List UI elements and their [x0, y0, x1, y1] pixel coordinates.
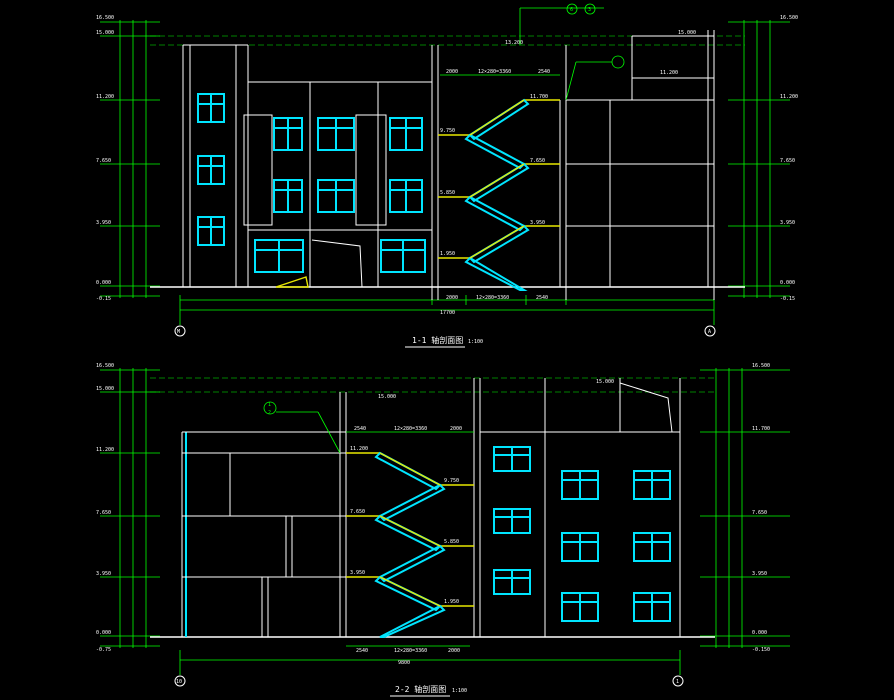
landing-level: 3.950 [530, 220, 545, 226]
landing-level: 7.650 [350, 509, 365, 515]
elev-label: 0.000 [96, 630, 111, 636]
louver [243, 114, 273, 226]
section-scale: 1:100 [452, 688, 467, 694]
stair-dim: 12×280=3360 [476, 295, 509, 301]
elev-label: 15.000 [96, 386, 114, 392]
elev-label: 0.000 [752, 630, 767, 636]
landing-level: 5.850 [444, 539, 459, 545]
elev-label: 3.950 [96, 220, 111, 226]
stair-core-1: 2000 12×280=3360 2540 13.200 11.700 9.75… [431, 40, 567, 300]
axis-label: A [708, 329, 711, 335]
axis-bubble-left [174, 675, 186, 687]
axis-label: 1 [676, 679, 679, 685]
section-1-1: 16.500 15.000 11.200 7.650 3.950 0.000 -… [96, 3, 798, 348]
elev-label: 15.000 [96, 30, 114, 36]
section-title: 1-1 轴剖面图 [412, 335, 463, 345]
entrance-canopy [311, 239, 363, 288]
stair-dim: 12×280=3360 [394, 426, 427, 432]
left-tower-1 [182, 44, 249, 287]
elev-label: 0.000 [780, 280, 795, 286]
elev-label: 11.200 [96, 447, 114, 453]
landing-level: 9.750 [440, 128, 455, 134]
elev-label: 11.200 [96, 94, 114, 100]
elev-label: 11.200 [780, 94, 798, 100]
left-block-2 [181, 431, 346, 637]
elev-label: 0.000 [96, 280, 111, 286]
stair-dim: 2000 [446, 295, 458, 301]
stair-core-2: 2540 12×280=3360 2000 15.000 11.200 9.75… [339, 378, 481, 638]
section-title: 2-2 轴剖面图 [395, 684, 446, 694]
roof-level: 15.000 [596, 379, 614, 385]
overall-dim: 17700 [440, 310, 455, 316]
stair-dim: 2000 [446, 69, 458, 75]
stair-dim: 2000 [448, 648, 460, 654]
elev-label: 16.500 [780, 15, 798, 21]
roof-level: 15.000 [678, 30, 696, 36]
stair-dim: 2540 [354, 426, 366, 432]
landing-level: 7.650 [530, 158, 545, 164]
right-block-1: 11.200 15.000 [566, 30, 715, 300]
detail-ref: 2 [268, 410, 271, 416]
axis-bubble-left [174, 325, 186, 337]
top-dim: 15.000 [378, 394, 396, 400]
section-2-2: 16.500 15.000 11.200 7.650 3.950 0.000 -… [96, 363, 790, 697]
section-scale: 1:100 [468, 339, 483, 345]
elev-label: -0.75 [96, 647, 111, 653]
overall-dim: 9800 [398, 660, 410, 666]
middle-block-1 [243, 81, 432, 288]
stair-dim: 2540 [356, 648, 368, 654]
right-block-2: 15.000 [545, 378, 681, 637]
landing-level: 1.950 [444, 599, 459, 605]
elev-label: 3.950 [96, 571, 111, 577]
detail-ref: 3 [588, 7, 591, 13]
axis-label: M [177, 329, 180, 335]
stair-dim: 12×280=3360 [478, 69, 511, 75]
elev-label: 16.500 [752, 363, 770, 369]
elev-label: 16.500 [96, 15, 114, 21]
landing-level: 11.700 [530, 94, 548, 100]
stair-dim: 12×280=3360 [394, 648, 427, 654]
landing-level: 9.750 [444, 478, 459, 484]
stair-dim: 2540 [538, 69, 550, 75]
middle-tower-2 [480, 378, 546, 637]
top-dim: 13.200 [505, 40, 523, 46]
detail-ref: 1 [268, 402, 271, 408]
elev-label: -0.15 [780, 296, 795, 302]
elev-label: 11.700 [752, 426, 770, 432]
stair-dim: 2540 [536, 295, 548, 301]
landing-level: 5.850 [440, 190, 455, 196]
detail-callout-2: 1 2 [263, 401, 341, 454]
left-dim-column-1: 16.500 15.000 11.200 7.650 3.950 0.000 -… [96, 15, 160, 302]
roof-level: 11.200 [660, 70, 678, 76]
elev-label: 16.500 [96, 363, 114, 369]
elev-label: 3.950 [780, 220, 795, 226]
stair-dim: 2000 [450, 426, 462, 432]
axis-bubble-right [704, 325, 716, 337]
left-dim-column-2: 16.500 15.000 11.200 7.650 3.950 0.000 -… [96, 363, 160, 653]
right-dim-column-2: 16.500 11.700 7.650 3.950 0.000 -0.150 [700, 363, 790, 653]
elev-label: 3.950 [752, 571, 767, 577]
landing-level: 1.950 [440, 251, 455, 257]
elev-label: 7.650 [780, 158, 795, 164]
landing-level: 3.950 [350, 570, 365, 576]
elev-label: 7.650 [96, 158, 111, 164]
louver [355, 114, 387, 226]
right-dim-column-1: 16.500 11.200 7.650 3.950 0.000 -0.15 [728, 15, 798, 302]
detail-callout-1: 6 3 [519, 3, 625, 101]
entrance-steps [275, 276, 309, 288]
landing-level: 11.200 [350, 446, 368, 452]
elev-label: -0.150 [752, 647, 770, 653]
elev-label: -0.15 [96, 296, 111, 302]
elev-label: 7.650 [96, 510, 111, 516]
axis-bubble-right [672, 675, 684, 687]
detail-ref: 6 [570, 7, 573, 13]
elev-label: 7.650 [752, 510, 767, 516]
axis-label: 10 [176, 679, 182, 685]
